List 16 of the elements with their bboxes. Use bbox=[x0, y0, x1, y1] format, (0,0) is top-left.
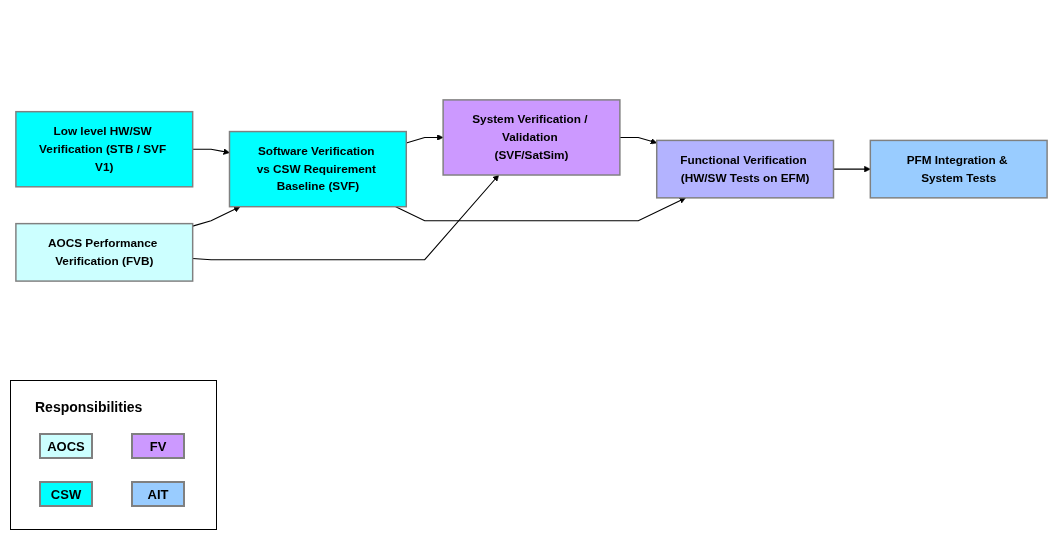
arrow bbox=[192, 174, 499, 260]
legend-swatch: AIT bbox=[131, 481, 185, 507]
node-box: System Verification / Validation (SVF/SatSim) bbox=[442, 98, 621, 176]
arrow bbox=[192, 205, 241, 227]
legend-title: Responsibilities bbox=[35, 399, 143, 415]
legend-swatch: CSW bbox=[39, 481, 93, 507]
node-box: Software Verification vs CSW Requirement Baseline (SVF) bbox=[228, 130, 407, 207]
legend-swatch: FV bbox=[131, 433, 185, 459]
arrow bbox=[192, 147, 230, 155]
arrow bbox=[619, 136, 657, 144]
arrow bbox=[395, 196, 686, 221]
legend-swatch: AOCS bbox=[39, 433, 93, 459]
node-box: PFM Integration & System Tests bbox=[869, 139, 1048, 199]
node-box: AOCS Performance Verification (FVB) bbox=[15, 222, 194, 282]
node-box: Low level HW/SW Verification (STB / SVF V1) bbox=[15, 110, 194, 188]
node-box: Functional Verification (HW/SW Tests on EFM) bbox=[656, 139, 835, 199]
